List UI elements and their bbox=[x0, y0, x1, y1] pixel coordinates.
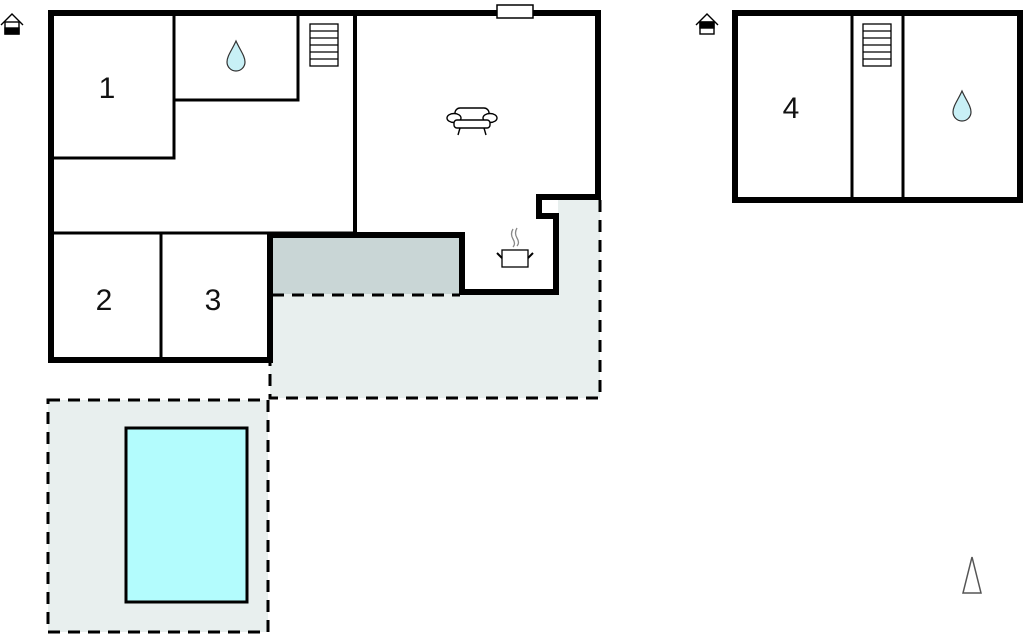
annex-walls bbox=[732, 10, 1023, 203]
covered-terrace bbox=[272, 237, 460, 294]
stairs-icon bbox=[309, 23, 339, 67]
north-arrow-icon bbox=[962, 556, 982, 594]
sofa-icon bbox=[446, 107, 498, 136]
stairs-icon-annex bbox=[862, 23, 892, 67]
room-label-3: 3 bbox=[205, 284, 222, 317]
house-ground-floor-icon bbox=[0, 13, 24, 35]
house-upper-floor-icon bbox=[695, 13, 719, 35]
terrace-outline bbox=[46, 200, 602, 634]
room-label-2: 2 bbox=[96, 284, 113, 317]
swimming-pool bbox=[124, 426, 249, 604]
bathroom-drop-icon bbox=[226, 39, 246, 72]
room-label-1: 1 bbox=[99, 72, 116, 105]
main-house-walls bbox=[48, 10, 601, 363]
window-icon bbox=[496, 4, 534, 19]
room-label-4: 4 bbox=[783, 92, 800, 125]
kitchen-pot-icon bbox=[496, 227, 534, 268]
bathroom-drop-icon-annex bbox=[952, 89, 972, 122]
